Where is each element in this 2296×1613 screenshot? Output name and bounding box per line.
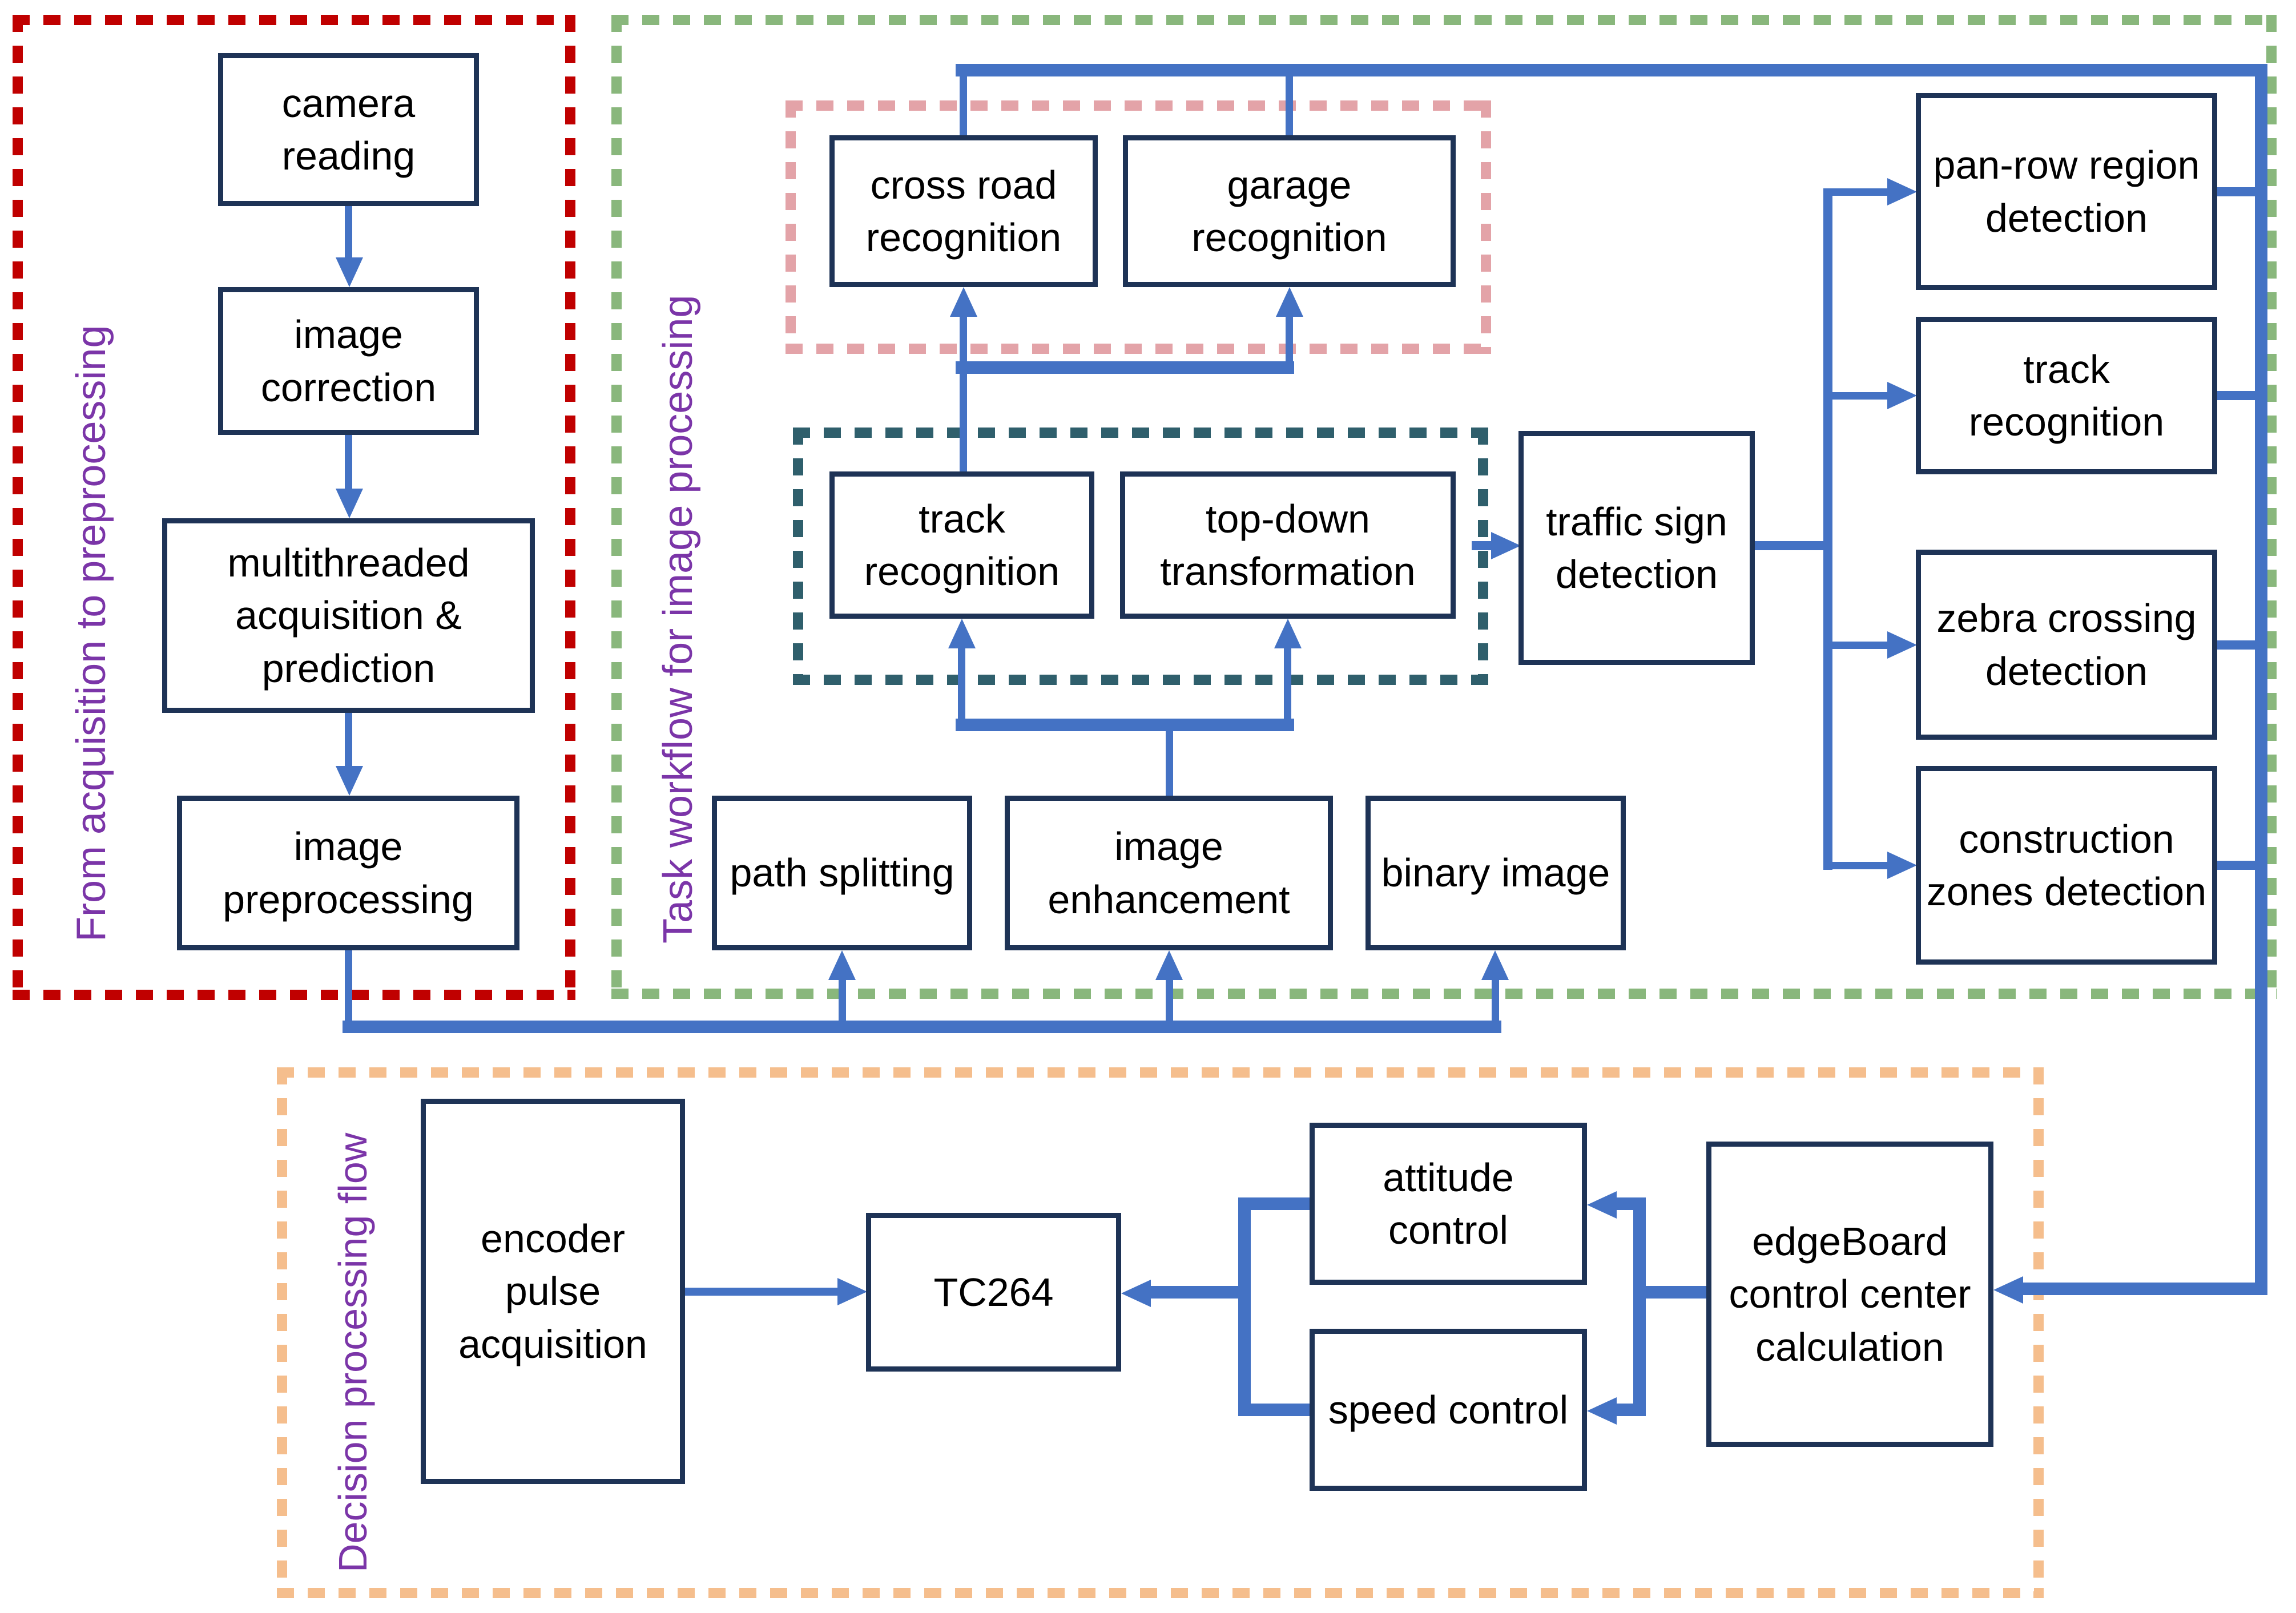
split-to-garage-line (1286, 313, 1293, 368)
node-top-down-transformation: top-down transformation (1120, 471, 1456, 619)
node-pan-row-region-detection: pan-row region detection (1916, 93, 2217, 290)
node-track-recognition-right: track recognition (1916, 317, 2217, 474)
rail-to-edgeboard-line (2022, 1283, 2267, 1295)
split-to-topdown-arrowhead (1274, 619, 1302, 648)
split-to-crossroad-line (960, 313, 967, 368)
attitude-out-line (1244, 1197, 1310, 1210)
rail-to-edgeboard-arrowhead (1993, 1276, 2023, 1304)
node-path-splitting: path splitting (712, 796, 972, 950)
panrow-out-stub (2217, 187, 2264, 196)
node-encoder-pulse-acquisition: encoder pulse acquisition (421, 1099, 685, 1484)
branch-to-panrow-arrowhead (1887, 178, 1917, 205)
encoder-to-tc264-arrowhead (837, 1278, 867, 1305)
node-construction-zones-detection: construction zones detection (1916, 766, 2217, 965)
node-track-recognition-mid: track recognition (829, 471, 1094, 619)
top-bus-line (956, 64, 2267, 76)
node-speed-control: speed control (1310, 1329, 1587, 1491)
trafficsign-out-line (1755, 541, 1829, 550)
node-binary-image: binary image (1365, 796, 1626, 950)
node-garage-recognition: garage recognition (1123, 135, 1456, 287)
task-workflow-group-label: Task workflow for image processing (655, 295, 701, 944)
correction-to-multithreaded-arrowhead (336, 489, 363, 518)
acquisition-group-label: From acquisition to preprocessing (69, 325, 114, 942)
to-tc264-line (1150, 1286, 1244, 1299)
branch-to-panrow-line (1827, 188, 1891, 196)
collector-to-binary-line (1492, 978, 1499, 1023)
node-attitude-control: attitude control (1310, 1123, 1587, 1285)
node-zebra-crossing-detection: zebra crossing detection (1916, 550, 2217, 740)
to-attitude-arrowhead (1587, 1191, 1617, 1219)
node-image-correction: image correction (218, 287, 479, 435)
node-image-preprocessing: image preprocessing (177, 796, 519, 950)
collector-to-path-splitting-line (839, 978, 846, 1023)
decision-group-label: Decision processing flow (331, 1132, 375, 1573)
correction-to-multithreaded-line (345, 435, 352, 492)
branch-to-track-right-line (1827, 392, 1891, 400)
to-attitude-line (1613, 1197, 1640, 1210)
branch-to-zebra-arrowhead (1887, 631, 1917, 659)
branch-to-construction-line (1827, 862, 1891, 869)
speed-out-line (1244, 1404, 1310, 1416)
topdown-to-trafficsign-line (1472, 541, 1495, 550)
node-edgeboard: edgeBoard control center calculation (1706, 1142, 1993, 1447)
branch-rail-line (1823, 188, 1832, 870)
edgeboard-out-line (1646, 1286, 1706, 1299)
split-to-track-mid-line (958, 645, 965, 721)
zebra-out-stub (2217, 640, 2264, 650)
control-bracket-line (1238, 1197, 1251, 1416)
collector-to-binary-arrowhead (1481, 950, 1509, 980)
topdown-to-trafficsign-arrowhead (1491, 532, 1521, 559)
node-multithreaded: multithreaded acquisition & prediction (162, 518, 535, 713)
split-to-garage-arrowhead (1276, 287, 1303, 317)
to-speed-line (1613, 1404, 1640, 1416)
pink-split-bar (956, 361, 1294, 374)
track-mid-up-line (960, 372, 967, 471)
right-rail-line (2255, 64, 2267, 1295)
edgeboard-bracket-line (1633, 1197, 1646, 1416)
node-image-enhancement: image enhancement (1005, 796, 1333, 950)
enhancement-split-bar (956, 719, 1294, 731)
multithreaded-to-preprocessing-line (345, 713, 352, 769)
collector-to-enhancement-line (1166, 978, 1173, 1023)
branch-to-track-right-arrowhead (1887, 382, 1917, 409)
node-cross-road-recognition: cross road recognition (829, 135, 1098, 287)
node-traffic-sign-detection: traffic sign detection (1518, 431, 1755, 665)
branch-to-construction-arrowhead (1887, 852, 1917, 879)
garage-top-line (1286, 74, 1293, 137)
branch-to-zebra-line (1827, 642, 1891, 649)
encoder-to-tc264-line (685, 1288, 841, 1296)
multithreaded-to-preprocessing-arrowhead (336, 766, 363, 796)
camera-to-correction-line (345, 206, 352, 261)
camera-to-correction-arrowhead (336, 257, 363, 287)
node-tc264: TC264 (866, 1213, 1121, 1372)
node-camera-reading: camera reading (218, 53, 479, 206)
to-speed-arrowhead (1587, 1397, 1617, 1425)
track-right-out-stub (2217, 391, 2264, 400)
to-tc264-arrowhead (1121, 1280, 1151, 1307)
split-to-track-mid-arrowhead (948, 619, 976, 648)
collector-bus-line (343, 1021, 1501, 1033)
collector-to-enhancement-arrowhead (1155, 950, 1183, 980)
collector-to-path-splitting-arrowhead (828, 950, 856, 980)
split-to-topdown-line (1284, 645, 1291, 721)
split-to-crossroad-arrowhead (950, 287, 977, 317)
crossroad-top-line (960, 74, 967, 137)
preprocessing-drop-line (345, 950, 352, 1033)
enhancement-up-line (1166, 729, 1173, 796)
construction-out-stub (2217, 861, 2264, 870)
